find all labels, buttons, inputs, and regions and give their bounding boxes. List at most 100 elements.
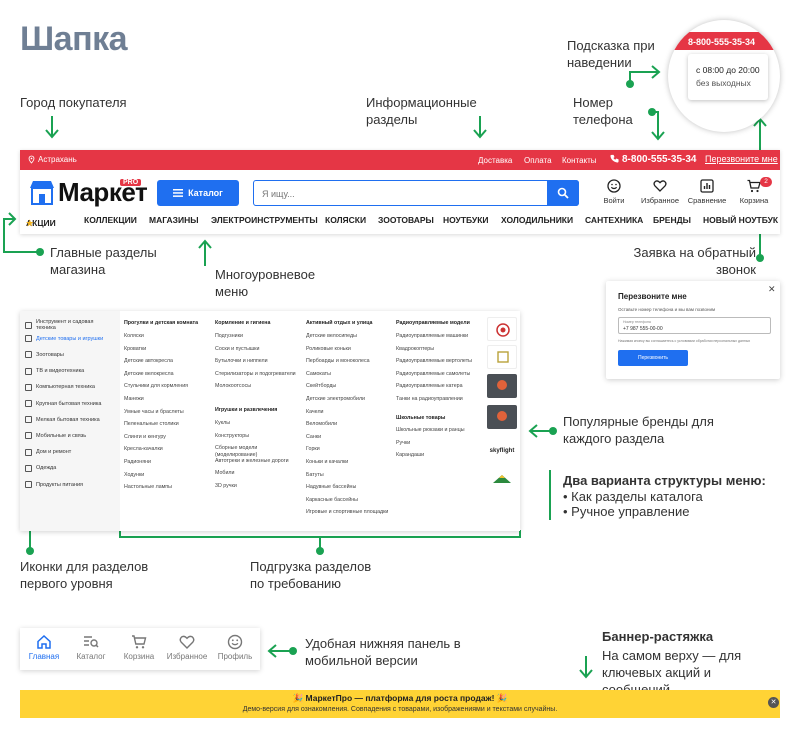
brand-logo-4[interactable]	[487, 405, 517, 429]
nav-item-brands[interactable]: БРЕНДЫ	[653, 215, 691, 225]
menu-link[interactable]: Ходунки	[124, 471, 145, 478]
menu-subheading[interactable]: Школьные товары	[396, 415, 446, 421]
nav-item-laptops[interactable]: НОУТБУКИ	[443, 215, 489, 225]
menu-link[interactable]: Куклы	[215, 420, 231, 426]
close-icon[interactable]: ✕	[768, 284, 776, 294]
menu-link[interactable]: Самокаты	[306, 370, 331, 377]
menu-section-7[interactable]: Мобильные и связь	[25, 432, 86, 440]
menu-link[interactable]: Скейтборды	[306, 383, 337, 390]
brand-logo-3[interactable]	[487, 374, 517, 398]
menu-section-4[interactable]: Компьютерная техника	[25, 383, 95, 391]
nav-item-collections[interactable]: КОЛЛЕКЦИИ	[84, 215, 137, 225]
menu-link[interactable]: Радиоуправляемые вертолеты	[396, 358, 472, 365]
search-button[interactable]	[547, 180, 579, 206]
menu-link[interactable]: Пеленальные столики	[124, 421, 179, 428]
menu-link[interactable]: Детские электромобили	[306, 396, 366, 402]
catalog-button[interactable]: Каталог	[157, 180, 239, 206]
menu-link[interactable]: Детские велокресла	[124, 370, 174, 377]
menu-link[interactable]: Пербоарды и моноколеса	[306, 358, 370, 365]
menu-link[interactable]: Батуты	[306, 471, 324, 478]
menu-link[interactable]: Школьные рюкзаки и ранцы	[396, 427, 465, 433]
menu-link[interactable]: Мобили	[215, 470, 235, 477]
menu-link[interactable]: Радионяни	[124, 459, 151, 465]
menu-link[interactable]: Радиоуправляемые самолеты	[396, 370, 471, 377]
menu-link[interactable]: Стульчики для кормления	[124, 383, 189, 390]
menu-link[interactable]: Каркасные бассейны	[306, 496, 358, 503]
menu-link[interactable]: Конструкторы	[215, 432, 250, 439]
menu-link[interactable]: Настольные лампы	[124, 484, 172, 491]
menu-link[interactable]: Коляски	[124, 333, 144, 339]
info-link-delivery[interactable]: Доставка	[478, 156, 513, 165]
menu-link[interactable]: Кроватки	[124, 345, 147, 352]
nav-item-fridges[interactable]: ХОЛОДИЛЬНИКИ	[501, 215, 574, 225]
mobile-tab-catalog[interactable]: Каталог	[68, 634, 114, 661]
nav-item-new-laptop[interactable]: НОВЫЙ НОУТБУК	[703, 215, 779, 225]
callback-phone-input[interactable]: Номер телефона +7 987 555-00-00	[618, 317, 771, 334]
menu-link[interactable]: Автотреки и железные дороги	[215, 457, 289, 464]
menu-link[interactable]: 3D ручки	[215, 483, 237, 489]
nav-item-power-tools[interactable]: ЭЛЕКТРОИНСТРУМЕНТЫ	[211, 215, 318, 225]
menu-link[interactable]: Кресла-качалки	[124, 446, 163, 453]
menu-link[interactable]: Стерилизаторы и подогреватели	[215, 370, 296, 377]
cart-button[interactable]: Корзина 2	[734, 177, 774, 205]
mobile-tab-home[interactable]: Главная	[21, 634, 67, 661]
callback-submit-button[interactable]: Перезвонить	[618, 350, 688, 366]
menu-link[interactable]: Ручки	[396, 439, 411, 446]
menu-section-6[interactable]: Мелкая бытовая техника	[25, 416, 100, 424]
menu-section-0[interactable]: Инструмент и садовая техника	[25, 319, 114, 331]
nav-item-plumbing[interactable]: САНТЕХНИКА	[585, 215, 644, 225]
brand-logo-2[interactable]	[487, 345, 517, 369]
logo[interactable]: Маркет PRO	[28, 178, 148, 208]
info-link-contacts[interactable]: Контакты	[562, 156, 597, 165]
menu-section-10[interactable]: Продукты питания	[25, 481, 83, 488]
menu-section-9[interactable]: Одежда	[25, 464, 56, 472]
menu-link[interactable]: Слинги и кенгуру	[124, 433, 166, 440]
menu-link[interactable]: Веломобили	[306, 421, 338, 428]
menu-section-5[interactable]: Крупная бытовая техника	[25, 400, 101, 407]
mobile-tab-favorites[interactable]: Избранное	[164, 634, 210, 661]
menu-link[interactable]: Соски и пустышки	[215, 345, 260, 352]
mobile-tab-profile[interactable]: Профиль	[212, 634, 258, 661]
header-phone[interactable]: 8-800-555-35-34	[610, 154, 697, 165]
compare-button[interactable]: Сравнение	[687, 179, 727, 205]
login-button[interactable]: Войти	[594, 179, 634, 205]
menu-link[interactable]: Надувные бассейны	[306, 484, 357, 491]
menu-link[interactable]: Бутылочки и ниппели	[215, 358, 268, 365]
menu-link[interactable]: Игровые и спортивные площадки	[306, 509, 389, 516]
menu-link[interactable]: Детские автокресла	[124, 358, 173, 365]
menu-link[interactable]: Карандаши	[396, 452, 425, 459]
city-selector[interactable]: Астрахань	[28, 155, 77, 164]
nav-item-strollers[interactable]: КОЛЯСКИ	[325, 215, 367, 225]
menu-link[interactable]: Роликовые коньки	[306, 345, 351, 352]
menu-section-8[interactable]: Дом и ремонт	[25, 448, 71, 456]
menu-section-1[interactable]: Детские товары и игрушки	[25, 335, 103, 343]
brand-logo-5[interactable]: skyflight	[487, 439, 517, 463]
menu-link[interactable]: Квадрокоптеры	[396, 345, 435, 352]
menu-link[interactable]: Танки на радиоуправлении	[396, 396, 463, 402]
menu-link[interactable]: Манежи	[124, 396, 144, 402]
search-input[interactable]: Я ищу...	[253, 180, 579, 206]
menu-link[interactable]: Детские велосипеды	[306, 333, 357, 339]
menu-link[interactable]: Умные часы и браслеты	[124, 408, 184, 415]
menu-link[interactable]: Молокоотсосы	[215, 383, 252, 390]
menu-link[interactable]: Качели	[306, 408, 324, 415]
mobile-tab-cart[interactable]: Корзина	[116, 634, 162, 661]
menu-section-2[interactable]: Зоотовары	[25, 351, 64, 359]
brand-logo-6[interactable]	[487, 467, 517, 491]
menu-link[interactable]: Подгузники	[215, 333, 243, 339]
menu-link[interactable]: Радиоуправляемые катера	[396, 383, 463, 390]
favorites-button[interactable]: Избранное	[640, 179, 680, 205]
menu-section-3[interactable]: ТВ и видеотехника	[25, 367, 84, 375]
callback-link[interactable]: Перезвоните мне	[705, 154, 778, 164]
menu-link[interactable]: Сборные модели (моделирование)	[215, 445, 258, 459]
menu-link[interactable]: Санки	[306, 433, 322, 440]
banner-close-icon[interactable]: ✕	[768, 697, 779, 708]
info-link-payment[interactable]: Оплата	[524, 156, 552, 165]
menu-link[interactable]: Коньки и качалки	[306, 459, 349, 465]
menu-subheading[interactable]: Игрушки и развлечения	[215, 407, 278, 413]
brand-logo-1[interactable]	[487, 317, 517, 341]
nav-item-pet-goods[interactable]: ЗООТОВАРЫ	[378, 215, 434, 225]
nav-item-stores[interactable]: МАГАЗИНЫ	[149, 215, 199, 225]
menu-link[interactable]: Радиоуправляемые машинки	[396, 333, 469, 339]
menu-link[interactable]: Горки	[306, 446, 320, 453]
